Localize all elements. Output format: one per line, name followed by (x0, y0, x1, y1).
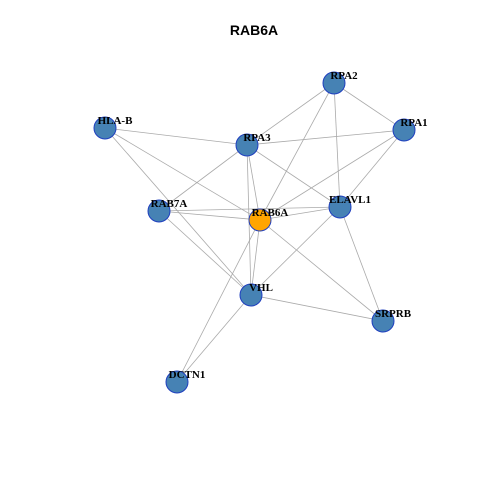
node-label-rpa2: RPA2 (330, 70, 358, 82)
node-circle-srprb[interactable] (371, 309, 395, 333)
node-label-hla-b: HLA-B (98, 115, 134, 127)
node-circle-rab6a[interactable] (248, 208, 272, 232)
edge-rab6a-srprb (259, 219, 384, 322)
node-circle-rpa1[interactable] (392, 118, 416, 142)
edge-elavl1-srprb (339, 206, 384, 322)
node-label-rpa3: RPA3 (243, 132, 271, 144)
node-circle-vhl[interactable] (239, 283, 263, 307)
edge-rpa3-elavl1 (246, 144, 341, 208)
node-label-elavl1: ELAVL1 (329, 194, 371, 206)
node-circle-dctn1[interactable] (165, 370, 189, 394)
edge-rpa2-rab6a (259, 82, 335, 221)
edge-elavl1-vhl (250, 206, 341, 296)
node-circle-rpa2[interactable] (322, 71, 346, 95)
node-hla-b[interactable]: HLA-B (93, 115, 134, 140)
edge-rab7a-elavl1 (158, 206, 341, 212)
edge-rab6a-dctn1 (176, 219, 261, 383)
edge-vhl-dctn1 (176, 294, 252, 383)
edge-elavl1-rab6a (259, 206, 341, 221)
edge-rpa2-rpa1 (333, 82, 405, 131)
node-dctn1[interactable]: DCTN1 (165, 369, 206, 394)
edge-hla-b-rab6a (104, 127, 261, 221)
node-label-rab6a: RAB6A (252, 207, 289, 219)
edges-layer (104, 82, 405, 383)
node-label-dctn1: DCTN1 (169, 369, 206, 381)
edge-rpa1-rab6a (259, 129, 405, 221)
node-label-rab7a: RAB7A (151, 198, 188, 210)
node-circle-elavl1[interactable] (328, 195, 352, 219)
node-srprb[interactable]: SRPRB (371, 308, 412, 333)
node-vhl[interactable]: VHL (239, 282, 273, 307)
node-rpa3[interactable]: RPA3 (235, 132, 271, 157)
node-rpa2[interactable]: RPA2 (322, 70, 358, 95)
node-rpa1[interactable]: RPA1 (392, 117, 428, 142)
edge-rpa2-elavl1 (333, 82, 341, 208)
node-circle-rab7a[interactable] (147, 199, 171, 223)
edge-vhl-srprb (250, 294, 384, 322)
node-label-srprb: SRPRB (375, 308, 412, 320)
node-label-vhl: VHL (249, 282, 273, 294)
edge-rpa3-rab7a (158, 144, 248, 212)
node-label-rpa1: RPA1 (400, 117, 427, 129)
edge-rpa3-rab6a (246, 144, 261, 221)
edge-rpa1-rpa3 (246, 129, 405, 146)
diagram-title: RAB6A (230, 22, 278, 38)
node-rab6a[interactable]: RAB6A (248, 207, 289, 232)
node-elavl1[interactable]: ELAVL1 (328, 194, 371, 219)
edge-rpa1-elavl1 (339, 129, 405, 208)
edge-rpa2-rpa3 (246, 82, 335, 146)
edge-rab7a-rab6a (158, 210, 261, 221)
node-circle-hla-b[interactable] (93, 116, 117, 140)
node-circle-rpa3[interactable] (235, 133, 259, 157)
node-rab7a[interactable]: RAB7A (147, 198, 188, 223)
edge-hla-b-rpa3 (104, 127, 248, 146)
edge-rab6a-vhl (250, 219, 261, 296)
edge-hla-b-vhl (104, 127, 252, 296)
edge-rab7a-vhl (158, 210, 252, 296)
